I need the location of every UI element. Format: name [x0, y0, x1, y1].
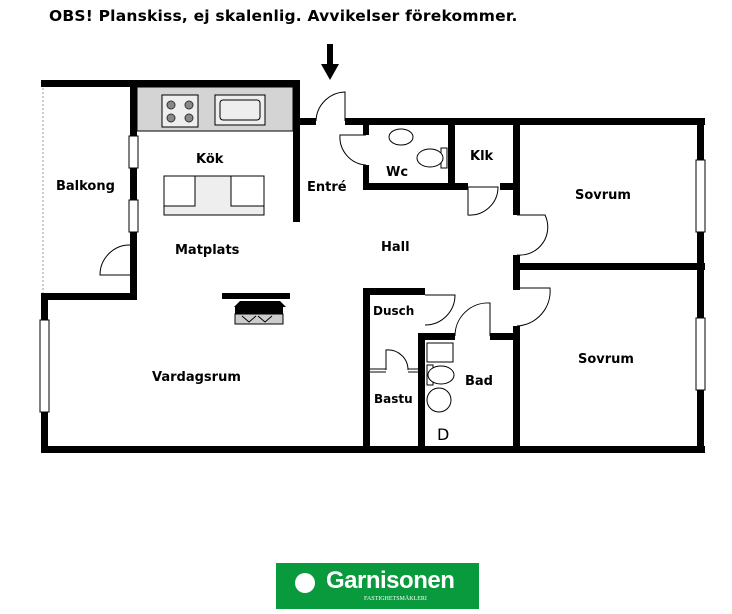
wc-toilet-icon: [416, 148, 444, 168]
room-label-kok: Kök: [196, 152, 224, 167]
room-label-sovrum-2: Sovrum: [578, 352, 634, 367]
disclaimer-notice: OBS! Planskiss, ej skalenlig. Avvikelser…: [49, 7, 518, 25]
stove-icon: [166, 100, 194, 123]
bath-fixtures: [426, 342, 455, 413]
room-label-entre: Entré: [307, 180, 347, 195]
entrance-door: [315, 91, 346, 122]
doors: [99, 91, 551, 373]
windows: [39, 135, 706, 413]
kitchen-island: [163, 175, 265, 216]
room-label-sovrum-1: Sovrum: [575, 188, 631, 203]
wc-fixtures: [388, 128, 448, 169]
wc-door: [339, 134, 367, 166]
wc-sink-icon: [388, 128, 414, 146]
toilet-icon: [427, 365, 455, 385]
balcony-door: [99, 244, 131, 276]
room-label-klk: Klk: [470, 149, 494, 164]
garnisonen-logo: Garnisonen FASTIGHETSMÄKLERI: [276, 563, 479, 609]
room-label-vardagsrum: Vardagsrum: [152, 370, 241, 385]
logo-subtitle: FASTIGHETSMÄKLERI: [364, 596, 427, 602]
room-label-dusch: Dusch: [373, 304, 414, 318]
room-label-bastu: Bastu: [374, 392, 413, 406]
bedroom1-door: [516, 214, 549, 256]
dryer-label: D: [437, 425, 449, 444]
logo-circle-icon: [295, 573, 315, 593]
washer-icon: [426, 342, 454, 363]
fireplace-icon: [234, 301, 286, 325]
logo-name: Garnisonen: [326, 567, 455, 594]
room-label-matplats: Matplats: [175, 243, 240, 258]
bath-door: [454, 302, 491, 337]
walls: [41, 80, 705, 453]
room-label-balkong: Balkong: [56, 179, 115, 194]
sauna-door: [385, 349, 409, 371]
bath-sink-icon: [426, 387, 452, 413]
room-label-hall: Hall: [381, 240, 410, 255]
room-label-bad: Bad: [465, 374, 493, 389]
kitchen-counter: [136, 86, 294, 132]
shower-door: [424, 294, 456, 326]
room-label-wc: Wc: [386, 165, 408, 180]
entrance-arrow-icon: [321, 44, 339, 80]
klk-door: [467, 186, 499, 216]
bedroom2-door: [516, 287, 551, 327]
